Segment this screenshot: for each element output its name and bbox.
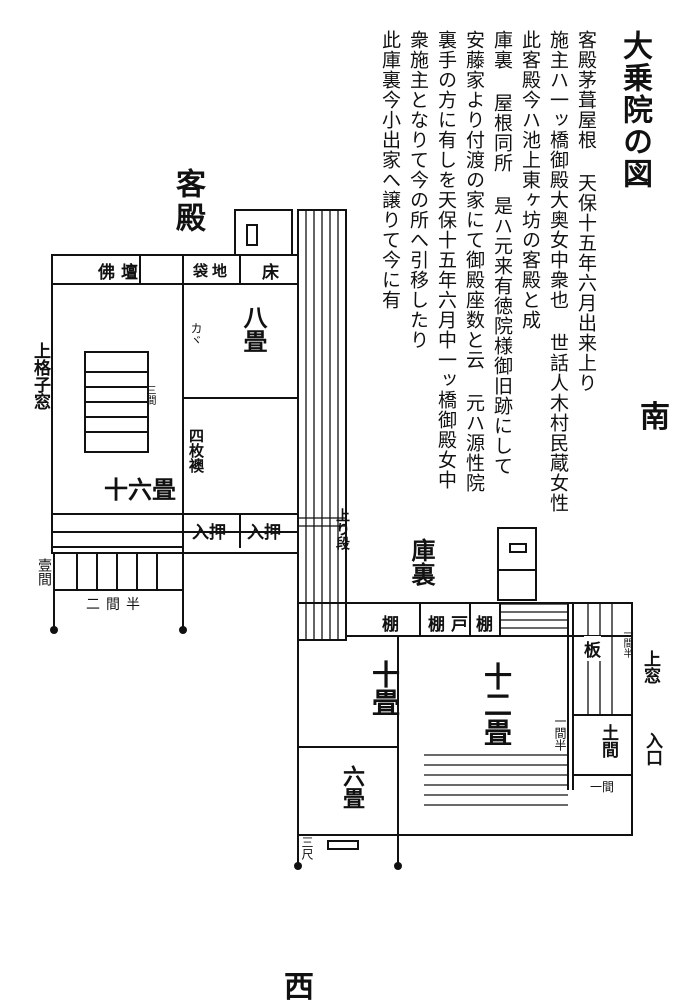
note-line-8: 此庫裏今小出家へ譲りて今に有 <box>379 30 401 310</box>
note-line-4: 庫裏 屋根同所 是ハ元来有徳院様御旧跡にして <box>491 30 513 476</box>
tana-label-1: 棚 <box>382 615 399 635</box>
diagram-title: 大乗院の図 <box>617 30 652 190</box>
room-6-outline <box>297 746 399 836</box>
room-16-label: 十六畳 <box>104 475 176 504</box>
butsudan-label: 佛壇 <box>98 263 144 283</box>
note-line-1: 客殿茅葺屋根 天保十五年六月出来上り <box>575 30 597 393</box>
doma-label: 土間 <box>598 724 618 758</box>
doma <box>572 714 633 776</box>
kanji-rows-label: カヾ <box>189 322 203 346</box>
koshi-mado-label: 上格子窓 <box>30 342 50 410</box>
kuri-name: 庫裏 <box>407 538 436 586</box>
compass-west: 西 <box>284 970 314 1005</box>
room-6-label: 六畳 <box>339 765 365 809</box>
ikken-han-label-1: 一間半 <box>621 628 632 658</box>
room-12-label: 十二畳 <box>480 662 513 746</box>
chigaidana-label: 袋地 <box>193 262 232 280</box>
oshiire-label-1: 入押 <box>192 523 226 543</box>
san-shaku-label: 三尺 <box>300 836 314 860</box>
to-label: 戸 <box>451 615 468 635</box>
tana-label-3: 棚 <box>476 615 493 635</box>
note-line-3: 此客殿今ハ池上東ヶ坊の客殿と成 <box>519 30 541 330</box>
mado-label: 上窓 <box>640 650 660 684</box>
san-ken-label: 三間 <box>144 385 155 405</box>
iriguchi-label: 入口 <box>642 732 662 766</box>
tokonoma-label: 床 <box>262 263 279 283</box>
compass-south: 南 <box>640 400 670 435</box>
yonmai-fusuma-label: 四枚襖 <box>187 428 205 473</box>
ikken-han-label-2: 一間半 <box>553 715 567 751</box>
room-8-label: 八畳 <box>239 305 268 353</box>
nikken-han-label: 二間半 <box>86 597 146 613</box>
note-line-6: 裏手の方に有しを天保十五年六月中一ッ橋御殿女中 <box>435 30 457 490</box>
ikken-label-2: 一間 <box>590 780 615 794</box>
kyakuden-name: 客殿 <box>170 168 205 236</box>
room-10-label: 十畳 <box>368 660 401 716</box>
kyakuden-outline <box>51 254 299 554</box>
oshiire-label-2: 入押 <box>247 523 281 543</box>
note-line-5: 安藤家より付渡の家にて御殿座数と云 元ハ源性院 <box>463 30 485 493</box>
kyakuden-small-room <box>234 209 293 256</box>
ikken-label: 壹間 <box>36 558 52 586</box>
agari-dan-label: 上り段 <box>334 508 350 550</box>
kitchen-box <box>497 527 537 601</box>
ita-label: 板 <box>584 636 601 661</box>
note-line-7: 衆施主となりて今の所へ引移したり <box>407 30 429 350</box>
tana-label-2: 棚 <box>428 615 445 635</box>
note-line-2: 施主ハ一ッ橋御殿大奥女中衆也 世話人木村民蔵女性 <box>547 30 569 513</box>
